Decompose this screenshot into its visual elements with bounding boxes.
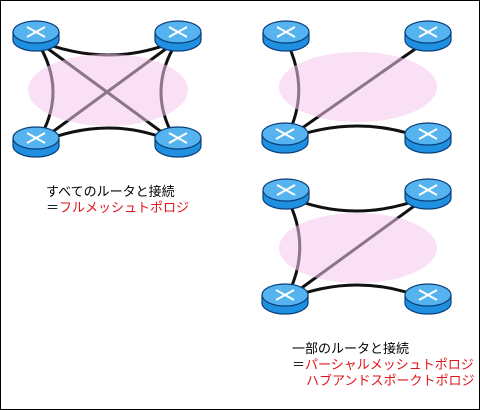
hub-and-spoke-name-line: ハブアンドスポークトポロジ xyxy=(292,374,474,390)
router-icon xyxy=(154,20,202,52)
router-icon xyxy=(262,178,310,210)
full-mesh-topology xyxy=(12,20,202,158)
partial-mesh-2-highlight xyxy=(279,213,437,283)
partial-mesh-1-highlight xyxy=(279,52,437,122)
equals-sign: ＝ xyxy=(292,358,306,373)
router-icon xyxy=(154,126,202,158)
router-icon xyxy=(12,20,60,52)
router-icon xyxy=(404,283,452,315)
partial-mesh-topology-1 xyxy=(261,20,452,154)
router-icon xyxy=(261,283,309,315)
router-icon xyxy=(404,122,452,154)
full-mesh-caption: すべてのルータと接続 ＝フルメッシュトポロジ xyxy=(46,185,189,217)
partial-mesh-caption: 一部のルータと接続 ＝パーシャルメッシュトポロジ ハブアンドスポークトポロジ xyxy=(292,342,474,390)
router-icon xyxy=(404,20,452,52)
router-icon xyxy=(261,122,309,154)
router-icon xyxy=(262,20,310,52)
partial-mesh-description: 一部のルータと接続 xyxy=(292,342,410,357)
full-mesh-description: すべてのルータと接続 xyxy=(46,185,175,200)
hub-and-spoke-name: ハブアンドスポークトポロジ xyxy=(306,374,475,389)
full-mesh-name: フルメッシュトポロジ xyxy=(59,201,190,216)
router-icon xyxy=(12,126,60,158)
partial-mesh-name-line: ＝パーシャルメッシュトポロジ xyxy=(292,358,474,374)
router-icon xyxy=(404,178,452,210)
partial-mesh-topology-2 xyxy=(261,178,452,315)
full-mesh-highlight xyxy=(28,54,188,126)
full-mesh-name-line: ＝フルメッシュトポロジ xyxy=(46,201,189,217)
equals-sign: ＝ xyxy=(46,201,60,216)
partial-mesh-name: パーシャルメッシュトポロジ xyxy=(305,358,474,373)
